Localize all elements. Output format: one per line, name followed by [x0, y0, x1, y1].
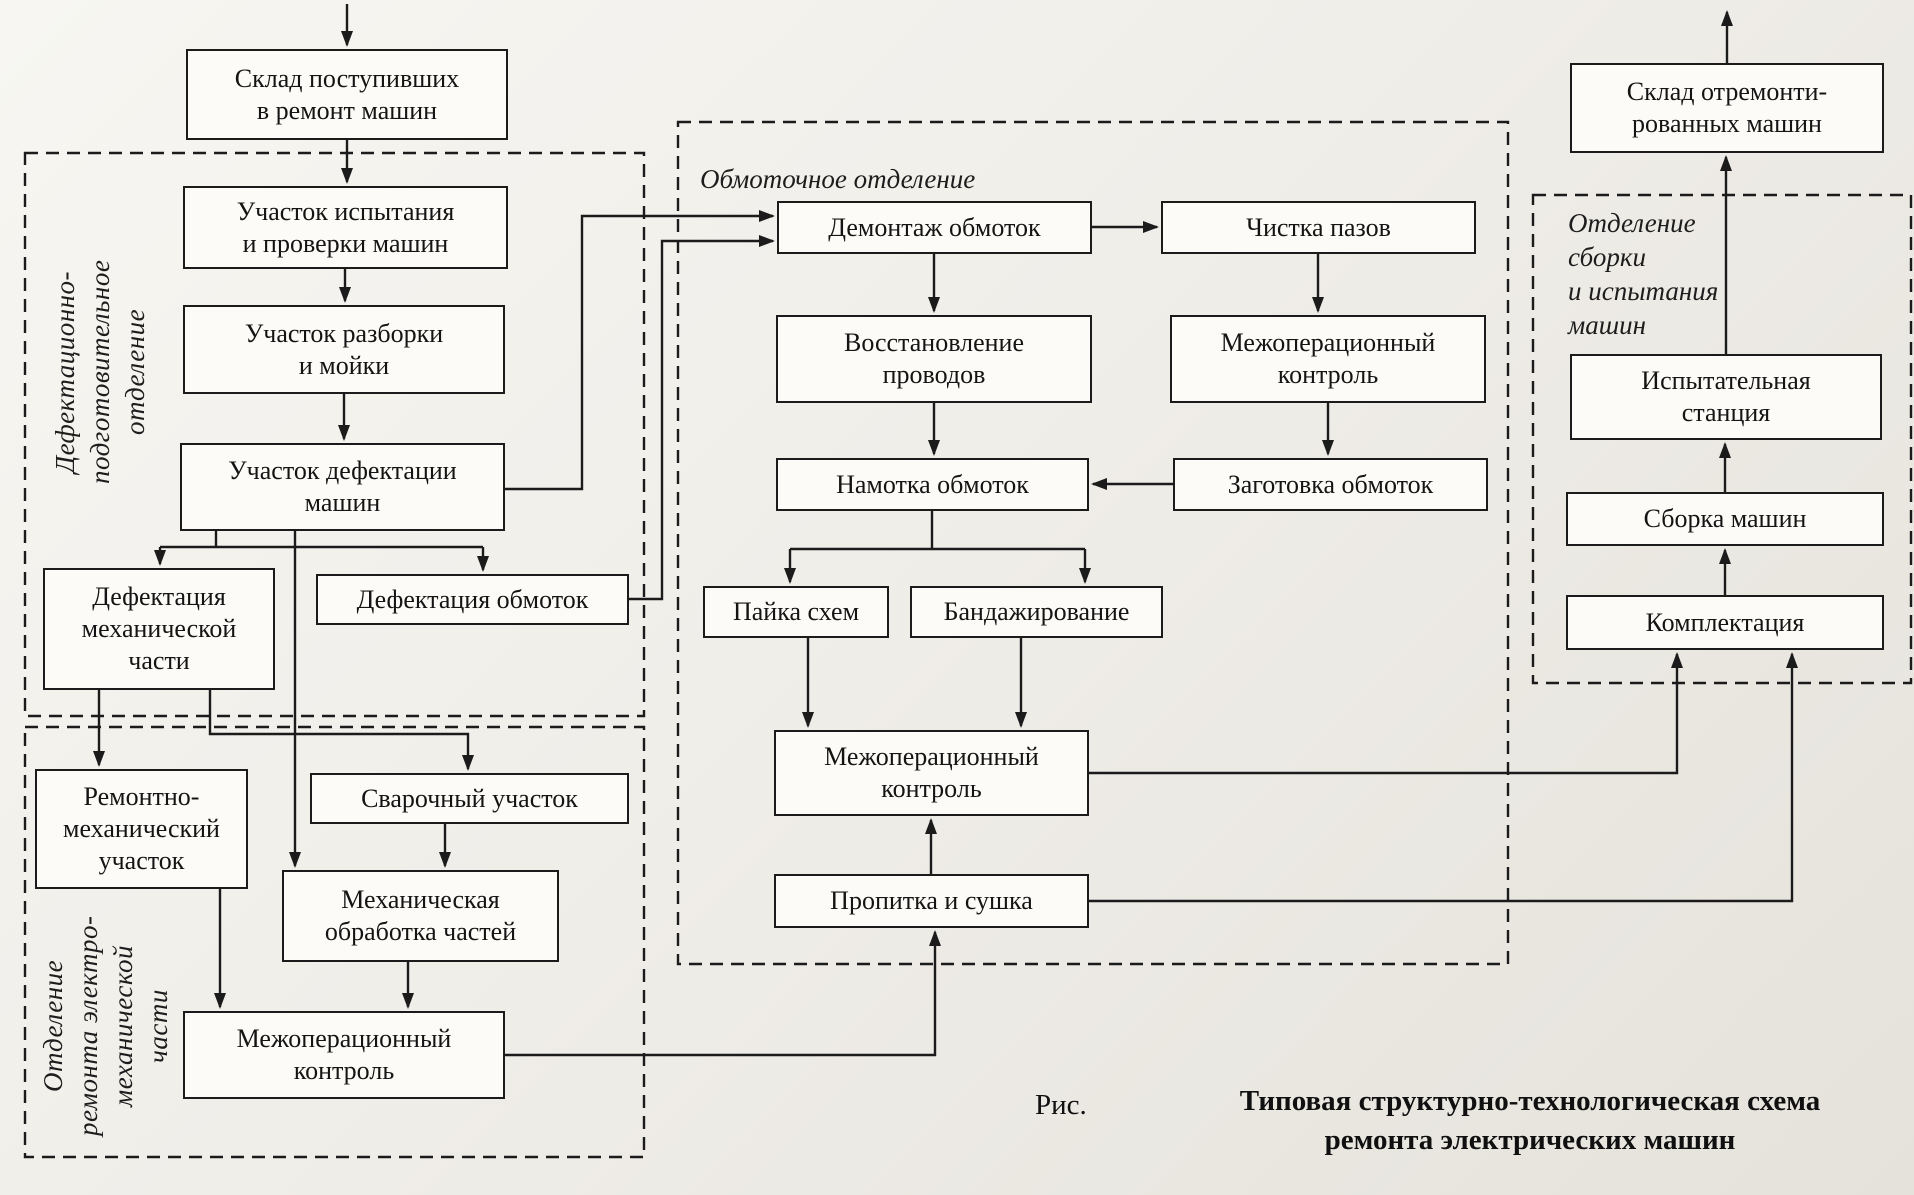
section-label-winding: Обмоточное отделение [700, 164, 976, 194]
arrow-kontrol-mid-to-komplektaciya [1089, 652, 1683, 775]
node-bandazhirovanie: Бандажирование [910, 586, 1163, 638]
node-chistka-pazov: Чистка пазов [1161, 201, 1476, 254]
section-border-winding [676, 120, 1510, 966]
section-border-defect-prep [23, 151, 646, 718]
node-mezhoper-kontrol-left: Межоперационный контроль [183, 1011, 505, 1099]
section-border-assembly [1531, 193, 1913, 685]
node-ispytatelnaya-stanciya: Испытательная станция [1570, 354, 1882, 440]
arrow-defektaciya-to-demontazh [505, 210, 775, 491]
arrow-defobmotok-to-demontazh [629, 235, 775, 601]
node-vosstanovlenie-provodov: Восстановление проводов [776, 315, 1092, 403]
section-label-defect-prep: Дефектационно- подготовительное отделени… [50, 259, 150, 485]
node-namotka-obmotok: Намотка обмоток [776, 458, 1089, 511]
node-mezhoper-kontrol-mid: Межоперационный контроль [774, 730, 1089, 816]
arrow-propitka-to-komplektaciya [1089, 652, 1798, 903]
node-mech-obrabotka: Механическая обработка частей [282, 870, 559, 962]
node-komplektaciya: Комплектация [1566, 595, 1884, 650]
caption-line1: Типовая структурно-технологическая схема [1239, 1085, 1821, 1117]
node-svarochnyj: Сварочный участок [310, 773, 629, 824]
caption-line2: ремонта электрических машин [1324, 1124, 1736, 1156]
node-zagotovka-obmotok: Заготовка обмоток [1173, 458, 1488, 511]
node-mezhoper-kontrol-top: Межоперационный контроль [1170, 315, 1486, 403]
node-propitka-sushka: Пропитка и сушка [774, 874, 1089, 928]
node-remontno-mech: Ремонтно- механический участок [35, 769, 248, 889]
node-uchastok-ispytaniya: Участок испытания и проверки машин [183, 186, 508, 269]
node-demontazh-obmotok: Демонтаж обмоток [777, 201, 1092, 254]
node-uchastok-defektacii: Участок дефектации машин [180, 443, 505, 531]
arrow-kontrol-left-to-propitka [505, 930, 941, 1057]
node-sborka-mashin: Сборка машин [1566, 492, 1884, 546]
caption-fig-label: Рис. [1035, 1089, 1087, 1121]
section-label-electro-mech: Отделение ремонта электро- механической … [38, 915, 173, 1137]
node-sklad-postupivshih: Склад поступивших в ремонт машин [186, 49, 508, 140]
node-defektaciya-mech: Дефектация механической части [43, 568, 275, 690]
arrow-defmech-to-svarochnyj [208, 690, 474, 771]
node-pajka-shem: Пайка схем [703, 586, 889, 638]
node-sklad-otremont: Склад отремонти- рованных машин [1570, 63, 1884, 153]
node-defektaciya-obmotok: Дефектация обмоток [316, 574, 629, 625]
node-uchastok-razborki: Участок разборки и мойки [183, 305, 505, 394]
section-label-assembly: Отделение сборки и испытания машин [1568, 208, 1719, 340]
figure-caption: Типовая структурно-технологическая схема… [1180, 1082, 1880, 1160]
